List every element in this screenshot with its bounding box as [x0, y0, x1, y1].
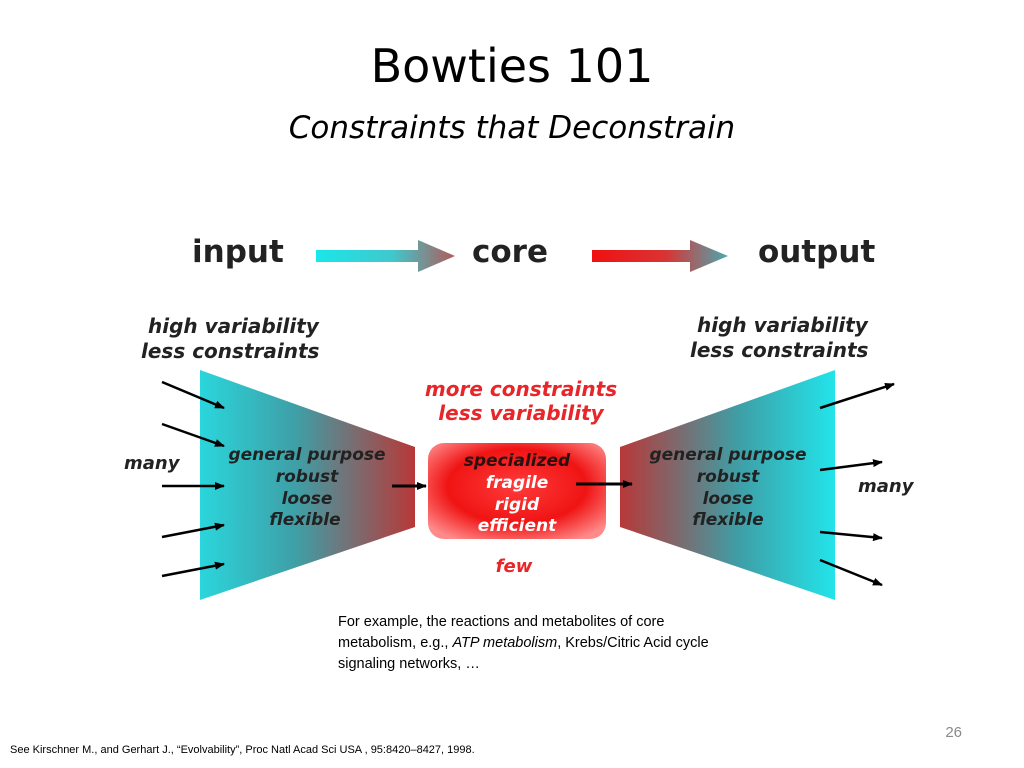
input-arrow-1	[161, 380, 225, 410]
left-trait-3: loose	[282, 489, 333, 509]
left-trait-2: robust	[276, 467, 339, 487]
input-arrow-2	[161, 422, 225, 448]
core-trait-3: rigid	[495, 495, 540, 515]
output-arrow-2	[819, 459, 883, 472]
right-count-label: many	[858, 476, 915, 497]
header-output: output	[758, 234, 875, 270]
output-arrow-3	[819, 530, 883, 542]
right-note-line2: less constraints	[690, 338, 869, 362]
citation: See Kirschner M., and Gerhart J., “Evolv…	[10, 744, 475, 756]
header-core: core	[472, 234, 548, 270]
output-arrow-4	[819, 558, 883, 587]
input-arrow-5	[161, 561, 225, 578]
caption-part-1: For example, the reactions and metabolit…	[338, 614, 665, 651]
slide-title: Bowties 101	[370, 39, 654, 93]
center-note-line2: less variability	[438, 401, 604, 425]
output-arrow-1	[819, 382, 895, 410]
core-to-output-arrow	[592, 240, 728, 272]
left-note-line1: high variability	[148, 314, 320, 338]
header-input: input	[192, 234, 284, 270]
example-caption: For example, the reactions and metabolit…	[338, 612, 718, 675]
left-trait-1: general purpose	[228, 445, 385, 465]
right-trait-3: loose	[703, 489, 754, 509]
right-trait-2: robust	[697, 467, 760, 487]
right-trait-4: flexible	[692, 510, 763, 530]
left-count-label: many	[124, 453, 181, 474]
caption-italic: ATP metabolism	[452, 635, 558, 651]
center-note-line1: more constraints	[425, 377, 617, 401]
page-number: 26	[945, 724, 962, 741]
right-fan	[620, 370, 835, 600]
left-note-line2: less constraints	[141, 339, 320, 363]
caption-part-2: , Krebs/Citric Acid cycle signaling netw…	[338, 635, 709, 672]
right-note-line1: high variability	[697, 313, 869, 337]
core-trait-2: fragile	[486, 473, 549, 493]
slide-subtitle: Constraints that Deconstrain	[288, 110, 736, 146]
input-to-core-arrow	[316, 240, 455, 272]
core-trait-4: efficient	[478, 516, 557, 536]
core-trait-1: specialized	[464, 451, 571, 471]
core-box	[428, 443, 606, 539]
center-count-label: few	[496, 556, 533, 577]
input-arrow-4	[161, 522, 225, 539]
right-trait-1: general purpose	[649, 445, 806, 465]
left-fan	[200, 370, 415, 600]
left-trait-4: flexible	[269, 510, 340, 530]
